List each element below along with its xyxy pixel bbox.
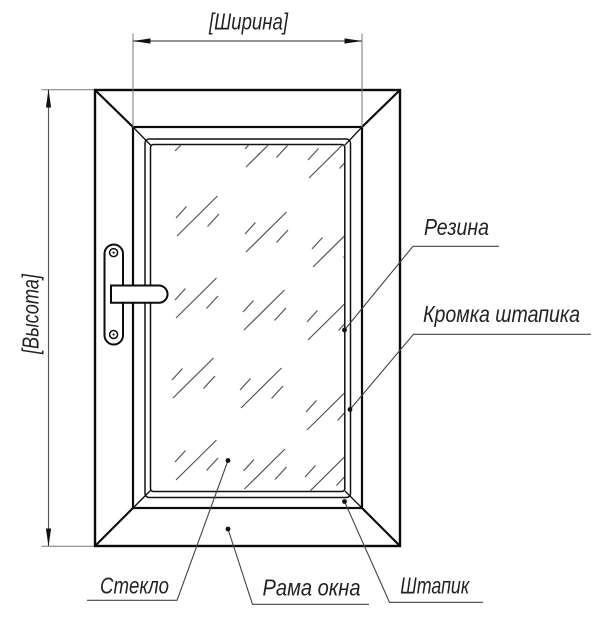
- svg-text:Стекло: Стекло: [100, 573, 169, 599]
- svg-text:Штапик: Штапик: [400, 573, 470, 599]
- svg-text:Кромка штапика: Кромка штапика: [423, 301, 580, 327]
- svg-text:[Высота]: [Высота]: [18, 274, 44, 355]
- svg-text:[Ширина]: [Ширина]: [208, 8, 288, 34]
- svg-text:Рама окна: Рама окна: [263, 575, 361, 601]
- svg-text:Резина: Резина: [424, 214, 489, 240]
